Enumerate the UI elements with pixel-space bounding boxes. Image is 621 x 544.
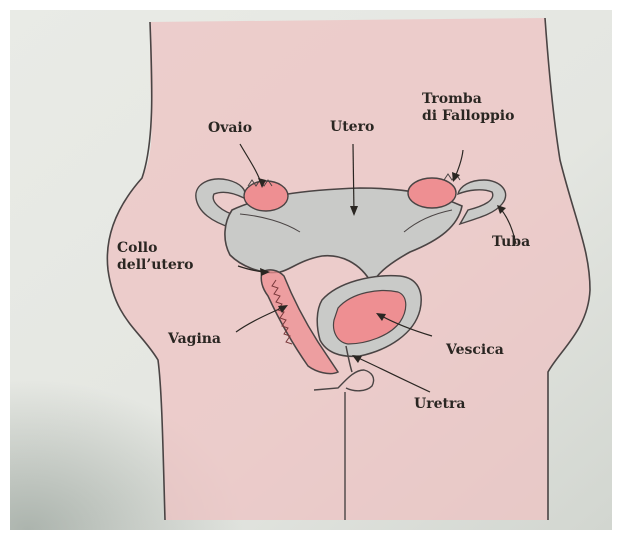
ovary-left [244,181,288,211]
label-vescica: Vescica [446,342,504,359]
label-collo-line1: Collo [117,240,193,257]
label-collo: Collo dell’utero [117,240,193,274]
label-vagina: Vagina [168,331,221,348]
ovary-right [408,178,456,208]
label-tromba-line1: Tromba [422,91,514,108]
label-utero: Utero [330,119,374,136]
label-vagina-text: Vagina [168,331,221,348]
label-ovaio-text: Ovaio [208,120,252,137]
label-uretra: Uretra [414,396,465,413]
label-ovaio: Ovaio [208,120,252,137]
label-vescica-text: Vescica [446,342,504,359]
label-tuba: Tuba [492,234,530,251]
label-uretra-text: Uretra [414,396,465,413]
label-collo-line2: dell’utero [117,257,193,274]
label-tromba: Tromba di Falloppio [422,91,514,125]
label-tuba-text: Tuba [492,234,530,251]
label-tromba-line2: di Falloppio [422,108,514,125]
label-utero-text: Utero [330,119,374,136]
